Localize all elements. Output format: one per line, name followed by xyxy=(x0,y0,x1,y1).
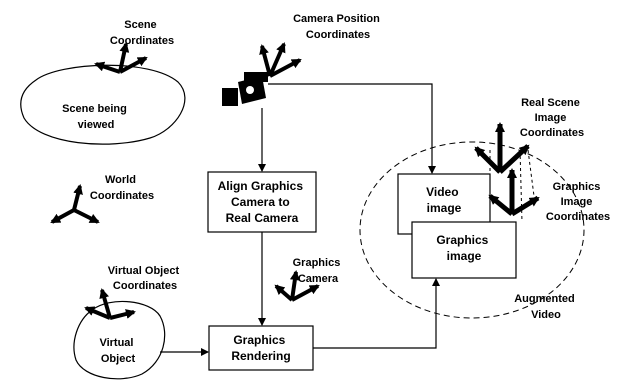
flow-arrows xyxy=(160,83,440,356)
virtual-object-label: Virtual Object xyxy=(99,337,136,365)
video-image-label: Video image xyxy=(426,185,462,215)
graphics-image-axes-icon xyxy=(488,168,540,217)
virtual-object-coordinates-label: Virtual Object Coordinates xyxy=(108,265,182,292)
video-camera-icon xyxy=(222,72,268,106)
real-scene-image-axes-icon xyxy=(474,122,530,174)
graphics-image-coordinates-label: Graphics Image Coordinates xyxy=(546,181,610,223)
real-scene-image-coordinates-label: Real Scene Image Coordinates xyxy=(520,97,584,139)
graphics-camera-label: Graphics Camera xyxy=(293,257,344,285)
virtual-object-blob xyxy=(73,300,166,380)
graphics-camera-axes-icon xyxy=(274,270,320,302)
augmented-video-label: Augmented Video xyxy=(514,293,578,321)
arrow-camera-to-video xyxy=(268,83,436,174)
camera-axes-icon xyxy=(259,42,302,78)
scene-being-viewed-label: Scene being viewed xyxy=(62,103,130,131)
augmented-video-boundary xyxy=(359,141,585,319)
scene-blob xyxy=(20,64,186,145)
graphics-rendering-box xyxy=(208,325,314,371)
camera-position-coordinates-label: Camera Position Coordinates xyxy=(293,13,383,41)
scene-coordinates-label: Scene Coordinates xyxy=(110,19,174,47)
arrow-rendering-to-graphics xyxy=(313,278,440,349)
graphics-image-label: Graphics image xyxy=(436,233,491,263)
virtual-object-axes-icon xyxy=(84,288,136,320)
world-coordinates-label: World Coordinates xyxy=(90,174,154,202)
align-box xyxy=(207,171,317,233)
graphics-image-panel xyxy=(411,221,517,279)
align-box-label: Align Graphics Camera to Real Camera xyxy=(218,179,307,225)
graphics-rendering-label: Graphics Rendering xyxy=(231,333,290,363)
world-axes-icon xyxy=(50,184,100,224)
scene-axes-icon xyxy=(94,42,148,74)
